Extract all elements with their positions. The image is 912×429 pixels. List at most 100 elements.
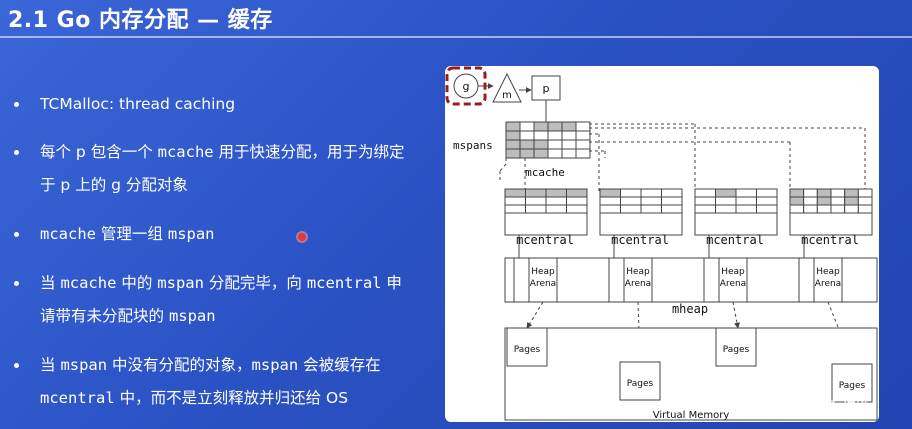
mcentral-span-cell: [844, 196, 859, 206]
bullet-text-run: 申: [381, 274, 402, 292]
bullet-text: mcache 管理一组 mspan: [40, 218, 215, 251]
code-term: mcache: [60, 274, 117, 292]
mcentral-span-cell: [566, 196, 588, 206]
code-term: mspan: [60, 356, 108, 374]
code-term: mcache: [40, 225, 96, 243]
heap-arena-box: [813, 257, 843, 303]
mcentral-span-cell: [599, 204, 621, 214]
pages-label: Pages: [839, 381, 866, 391]
mcentral-span-cell: [844, 204, 859, 214]
bullet-text-run: 当: [40, 274, 61, 292]
mcentral-span-cell: [715, 204, 737, 214]
machine-label: m: [502, 90, 512, 101]
mcentral-span-cell: [756, 196, 778, 206]
mcentral-span-cell: [599, 188, 621, 198]
heap-arena-label: Arena: [625, 279, 651, 289]
mcentral-label: mcentral: [516, 233, 574, 247]
mcentral-span-cell: [661, 204, 683, 214]
mcentral-span-cell: [803, 196, 818, 206]
virtual-memory-label: Virtual Memory: [653, 410, 730, 421]
mcentral-span-cell: [735, 188, 757, 198]
mcache-span-cell: [519, 121, 535, 132]
heap-arena-label: Heap: [626, 267, 650, 277]
mcentral-span-cell: [525, 204, 547, 214]
processor-node-box: [531, 75, 561, 101]
heap-arena-box: [718, 257, 748, 303]
mcentral-span-cell: [803, 188, 818, 198]
mcache-span-cell: [575, 130, 591, 141]
mcache-span-cell: [561, 148, 577, 159]
mcache-span-cell: [505, 148, 521, 159]
mcentral-label: mcentral: [706, 233, 764, 247]
heap-arena-label: Arena: [720, 279, 746, 289]
mcentral-span-cell: [525, 188, 547, 198]
pages-box: [619, 361, 661, 401]
code-term: mspan: [157, 274, 204, 292]
bullet-text: 于 p 上的 g 分配对象: [40, 169, 188, 202]
mcentral-span-cell: [545, 188, 567, 198]
bullet-text-run: 中没有分配的对象，: [107, 356, 252, 374]
mcache-span-cell: [575, 121, 591, 132]
mheap-label: mheap: [672, 302, 708, 316]
title-divider: [0, 36, 912, 38]
pages-label: Pages: [723, 345, 750, 355]
mspans-label: mspans: [453, 139, 493, 152]
mcentral-span-cell: [525, 196, 547, 206]
bullet-text: 每个 p 包含一个 mcache 用于快速分配，用于为绑定: [40, 136, 405, 169]
mcentral-span-cell: [640, 188, 662, 198]
mcache-span-cell: [533, 130, 549, 141]
bullet-text-run: 管理一组: [96, 225, 168, 243]
bullet-text-run: 分配完毕，向: [203, 274, 307, 292]
pages-box: [715, 327, 757, 367]
heap-arena-label: Arena: [815, 279, 841, 289]
arena-to-pages-arrow: [526, 301, 544, 329]
mcentral-span-cell: [620, 204, 642, 214]
mcache-span-cell: [575, 148, 591, 159]
mcentral-span-cell: [640, 196, 662, 206]
heap-arena-box: [623, 257, 653, 303]
pages-label: Pages: [514, 345, 541, 355]
heap-arena-label: Heap: [721, 267, 745, 277]
mcentral-span-cell: [504, 196, 526, 206]
mcentral-span-cell: [545, 196, 567, 206]
bullet-text: 请带有未分配块的 mspan: [40, 300, 216, 333]
bullet-text-run: TCMalloc: thread caching: [40, 95, 236, 113]
mcentral-span-cell: [789, 204, 805, 214]
mcentral-label: mcentral: [611, 233, 669, 247]
mcentral-span-cell: [735, 196, 757, 206]
mcentral-span-cell: [735, 204, 757, 214]
mcentral-span-cell: [694, 204, 716, 214]
mcache-span-cell: [505, 121, 521, 132]
bullet-dot-icon: [14, 232, 19, 237]
mcentral-span-cell: [803, 204, 818, 214]
bullet-text: 当 mspan 中没有分配的对象，mspan 会被缓存在: [40, 349, 381, 382]
mcentral-span-cell: [830, 196, 846, 206]
heap-arena-label: Heap: [816, 267, 840, 277]
mcentral-span-cell: [715, 196, 737, 206]
mcentral-span-cell: [816, 204, 832, 214]
virtual-memory-box: [504, 327, 878, 421]
mcache-span-cell: [533, 148, 549, 159]
mcentral-span-cell: [830, 188, 846, 198]
mcache-span-cell: [519, 139, 535, 150]
laser-pointer-dot: [298, 233, 306, 241]
mcentral-span-cell: [857, 188, 873, 198]
mcache-span-cell: [533, 121, 549, 132]
bullet-text-run: 于 p 上的 g 分配对象: [40, 176, 188, 194]
mcentral-span-cell: [789, 196, 805, 206]
bullet-text-run: 每个 p 包含一个: [40, 143, 158, 161]
mcentral-span-cell: [640, 204, 662, 214]
mcache-span-cell: [561, 130, 577, 141]
bullet-text-run: 请带有未分配块的: [40, 307, 169, 325]
bullet-text-run: 会被缓存在: [298, 356, 381, 374]
mcentral-span-cell: [830, 204, 846, 214]
mcentral-span-cell: [857, 204, 873, 214]
bullet-dot-icon: [14, 281, 19, 286]
mcache-span-cell: [547, 130, 563, 141]
mcentral-span-cell: [844, 188, 859, 198]
mcentral-label: mcentral: [801, 233, 859, 247]
heap-arena-label: Heap: [531, 267, 555, 277]
mcache-span-cell: [505, 130, 521, 141]
mcentral-span-cell: [661, 188, 683, 198]
